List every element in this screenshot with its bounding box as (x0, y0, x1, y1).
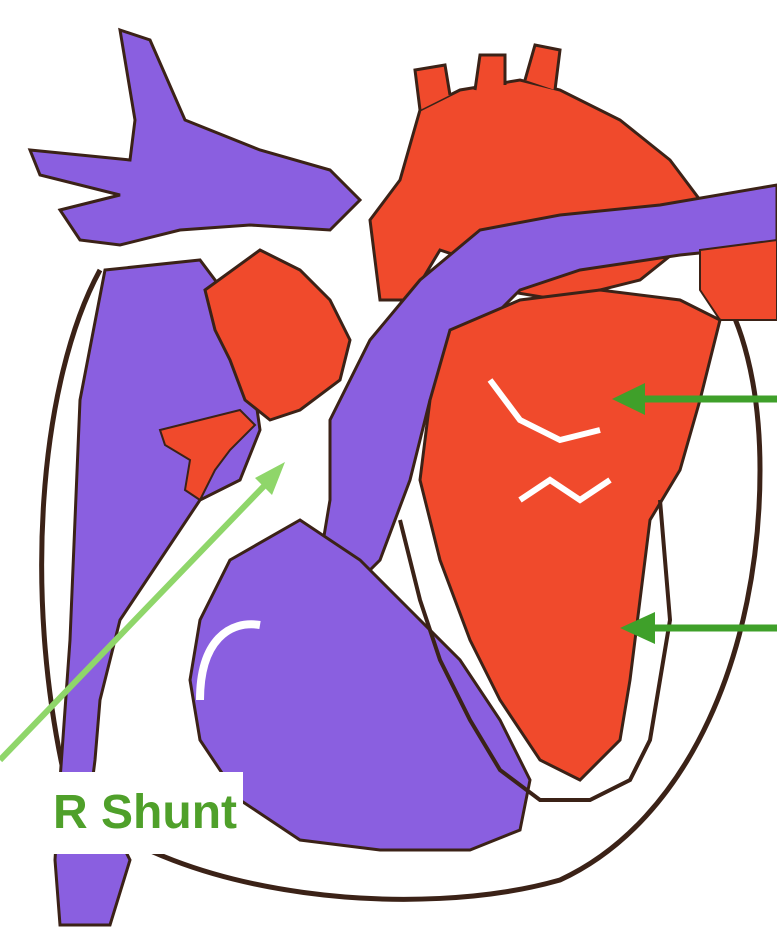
right-pulmonary-vein (700, 240, 777, 320)
shunt-label: R Shunt (0, 772, 243, 854)
